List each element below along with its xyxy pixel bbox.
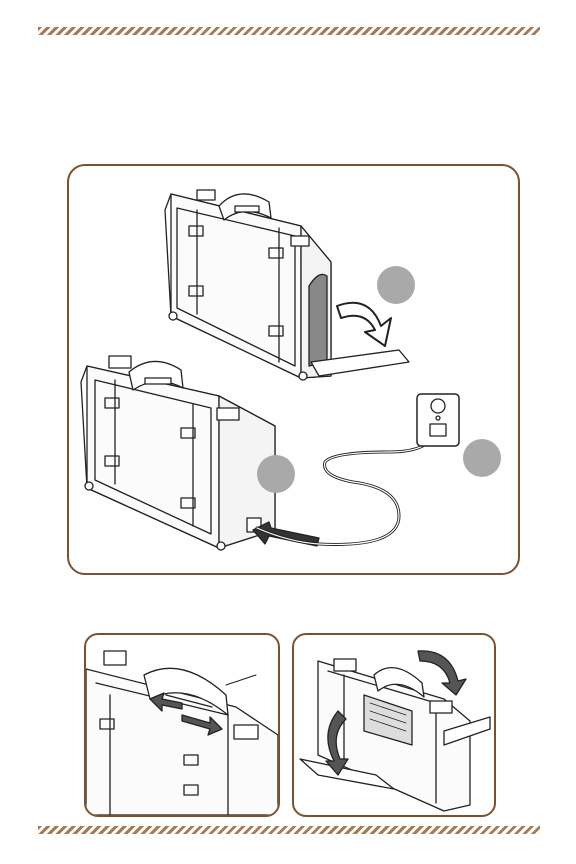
lid-open-illustration	[294, 635, 494, 815]
wall-outlet-icon	[417, 394, 459, 446]
decorative-stripe-top	[38, 27, 540, 35]
curved-arrow-open-icon	[337, 303, 391, 346]
decorative-stripe-bottom	[38, 826, 540, 834]
step-badge-3	[463, 439, 501, 477]
rotate-lid-right-arrow-icon	[418, 651, 466, 695]
suitcase-setup-illustration	[69, 166, 518, 573]
suitcase-back-illustration	[165, 190, 409, 380]
suitcase-front-illustration	[81, 356, 275, 550]
handle-slide-illustration	[86, 635, 278, 815]
step-badge-2	[257, 455, 295, 493]
step-badge-1	[377, 266, 415, 304]
lid-open-detail-panel	[292, 633, 496, 817]
handle-detail-panel	[84, 633, 280, 817]
main-illustration-panel	[67, 164, 520, 575]
